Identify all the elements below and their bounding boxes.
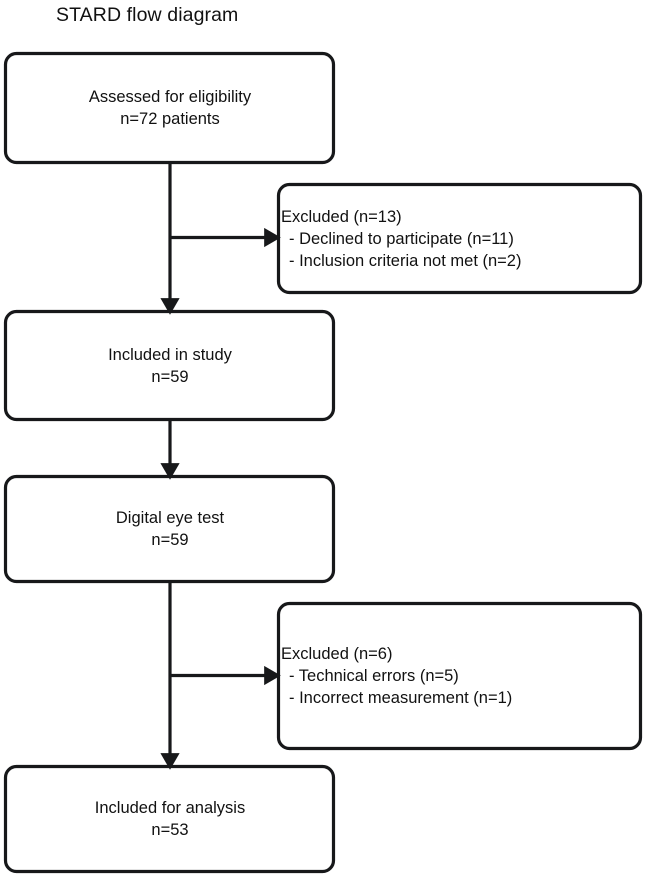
- node-box-assessed-for-eligibility: [3, 51, 336, 165]
- node-box-digital-eye-test: [3, 474, 336, 584]
- node-box-included-for-analysis: [3, 764, 336, 874]
- node-box-excluded-after-test: [276, 601, 643, 751]
- page-title: STARD flow diagram: [56, 4, 239, 26]
- node-box-included-in-study: [3, 309, 336, 422]
- node-box-excluded-after-eligibility: [276, 182, 643, 295]
